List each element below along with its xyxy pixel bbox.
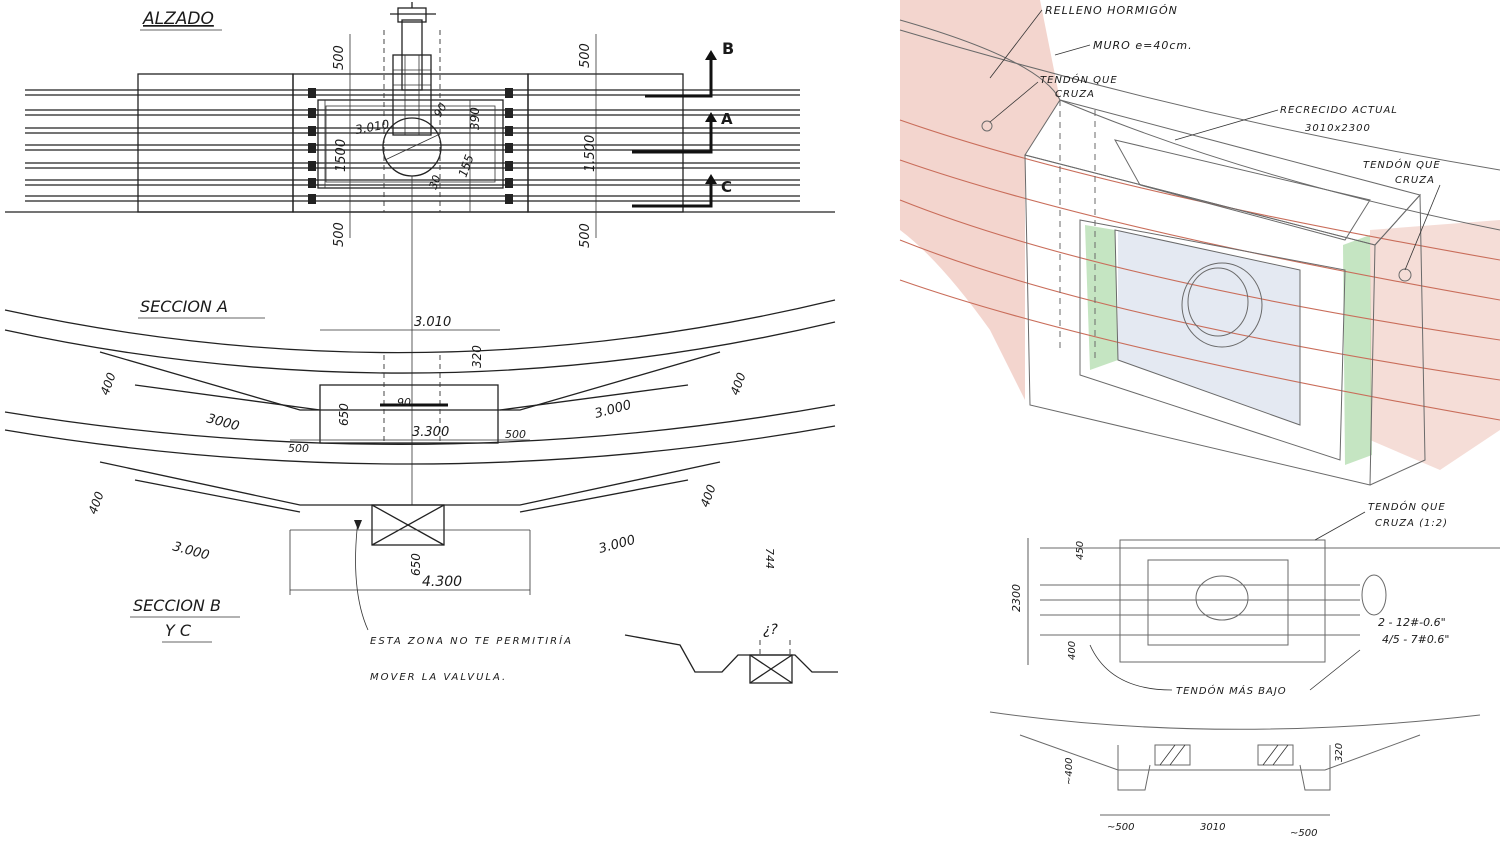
seccion-b-valve-box bbox=[371, 504, 445, 546]
anchor-plates bbox=[308, 88, 513, 204]
svg-text:B: B bbox=[722, 39, 734, 58]
dim-alzado-90: 90 bbox=[431, 101, 449, 120]
central-block bbox=[292, 73, 529, 213]
label-tendon-cruza-left-1: TENDÓN QUE bbox=[1040, 73, 1118, 86]
front-view-opening bbox=[1147, 559, 1289, 646]
dim-alzado-bottom-left: 500 bbox=[332, 222, 347, 247]
dim-alzado-top-right: 500 bbox=[578, 43, 593, 68]
dim-secB-744: 744 bbox=[763, 548, 776, 569]
front-view-sketch: 2300 450 400 TENDÓN QUE CRUZA (1:2) 2 - … bbox=[1010, 500, 1500, 697]
dim-alzado-155: 155 bbox=[456, 153, 477, 179]
dim-secA-right-400: 400 bbox=[728, 370, 749, 397]
seccion-a-title: SECCION A bbox=[140, 297, 228, 316]
sketch-pipe bbox=[1181, 262, 1263, 348]
dim-secB-right-400: 400 bbox=[698, 482, 719, 509]
dim-front-400: 400 bbox=[1067, 641, 1078, 660]
small-detail-sketch: ¿? bbox=[624, 622, 838, 684]
alzado-view: ALZADO bbox=[5, 2, 835, 505]
label-tendon-bajo: TENDÓN MÁS BAJO bbox=[1176, 684, 1287, 697]
dim-secA-right-500: 500 bbox=[505, 428, 526, 441]
valve-stem bbox=[390, 2, 436, 136]
dim-secA-bottom-width: 3.300 bbox=[412, 425, 449, 440]
front-view-outer bbox=[1119, 539, 1326, 663]
seccion-a-view: SECCION A 3.010 320 400 400 3000 3.000 6… bbox=[4, 297, 836, 465]
dim-secA-right-3000: 3.000 bbox=[593, 398, 633, 422]
dim-secA-320: 320 bbox=[470, 345, 484, 368]
label-tendon-cruza-12-1: TENDÓN QUE bbox=[1368, 500, 1446, 513]
blue-wash-opening bbox=[1118, 230, 1300, 425]
valve-note-line1: ESTA ZONA NO TE PERMITIRÍA bbox=[370, 634, 573, 647]
seccion-b-view: 400 400 3.000 3.000 650 4.300 744 SECCIO… bbox=[86, 461, 838, 684]
question-mark-note: ¿? bbox=[763, 622, 778, 638]
red-wash-right bbox=[1370, 220, 1500, 470]
label-tendon-cruza-left-2: CRUZA bbox=[1055, 89, 1095, 100]
green-wash-left bbox=[1085, 225, 1118, 370]
dim-section-side-left: ~400 bbox=[1064, 758, 1075, 785]
dim-alzado-width: 3.010 bbox=[354, 117, 391, 137]
dim-secB-left-3000: 3.000 bbox=[171, 539, 211, 563]
box-top bbox=[1024, 99, 1421, 246]
dim-alzado-left-height: 1500 bbox=[334, 139, 349, 172]
dim-secA-top-width: 3.010 bbox=[414, 315, 451, 330]
box-opening bbox=[1114, 229, 1301, 426]
front-view-pipe bbox=[1195, 575, 1249, 621]
dim-alzado-right-height: 1.500 bbox=[583, 135, 598, 172]
alzado-title: ALZADO bbox=[142, 9, 214, 29]
dim-front-2300: 2300 bbox=[1010, 584, 1023, 612]
hatch-right bbox=[1257, 744, 1294, 766]
opening-inner bbox=[325, 105, 496, 183]
box-opening-frame bbox=[1079, 219, 1346, 461]
seccion-b-title-line2: Y C bbox=[165, 621, 192, 640]
dim-secA-left-3000: 3000 bbox=[205, 411, 241, 434]
green-wash-right bbox=[1343, 235, 1372, 465]
label-tendon-cruza-right-2: CRUZA bbox=[1395, 175, 1435, 186]
hatch-left bbox=[1154, 744, 1191, 766]
recrecido-top bbox=[1114, 139, 1371, 241]
tendon-lines bbox=[25, 89, 800, 202]
seccion-b-title: SECCION B bbox=[133, 596, 221, 615]
label-spec-2: 4/5 - 7#0.6" bbox=[1382, 633, 1449, 646]
label-recrecido-2: 3010x2300 bbox=[1305, 123, 1371, 134]
section-sketch: ~500 3010 ~500 ~400 320 bbox=[989, 711, 1481, 839]
dim-alzado-30: 30 bbox=[427, 173, 444, 191]
dim-section-side-right: 320 bbox=[1334, 743, 1345, 762]
dim-secA-90: 90 bbox=[397, 396, 411, 409]
label-relleno: RELLENO HORMIGÓN bbox=[1045, 4, 1178, 17]
section-marker-c: C bbox=[632, 174, 732, 208]
dim-alzado-390: 390 bbox=[468, 107, 482, 130]
svg-text:C: C bbox=[721, 178, 732, 196]
perspective-sketch: RELLENO HORMIGÓN MURO e=40cm. TENDÓN QUE… bbox=[899, 0, 1500, 486]
seccion-a-block bbox=[319, 384, 499, 444]
label-spec-1: 2 - 12#-0.6" bbox=[1378, 616, 1446, 629]
dim-secA-left-400: 400 bbox=[98, 370, 119, 397]
dim-secA-650: 650 bbox=[337, 403, 351, 426]
dim-secB-right-3000: 3.000 bbox=[597, 533, 637, 557]
svg-text:A: A bbox=[721, 110, 733, 128]
dim-section-left: ~500 bbox=[1107, 822, 1134, 833]
section-marker-b: B bbox=[645, 39, 734, 98]
label-recrecido-1: RECRECIDO ACTUAL bbox=[1280, 105, 1398, 116]
label-tendon-cruza-right-1: TENDÓN QUE bbox=[1363, 158, 1441, 171]
dim-secA-left-500: 500 bbox=[288, 442, 309, 455]
dim-section-mid: 3010 bbox=[1200, 822, 1225, 833]
red-wash-left bbox=[900, 0, 1060, 400]
label-muro: MURO e=40cm. bbox=[1093, 39, 1193, 52]
dim-front-450: 450 bbox=[1075, 541, 1086, 560]
dim-secB-bottom-width: 4.300 bbox=[422, 574, 462, 590]
dim-secB-left-400: 400 bbox=[86, 489, 107, 516]
section-marker-a: A bbox=[632, 110, 733, 154]
valve-note-line2: MOVER LA VALVULA. bbox=[370, 672, 507, 683]
label-tendon-cruza-12-2: CRUZA (1:2) bbox=[1375, 518, 1448, 529]
dim-secB-650: 650 bbox=[409, 553, 423, 576]
dim-alzado-bottom-right: 500 bbox=[578, 223, 593, 248]
dim-section-right: ~500 bbox=[1290, 828, 1317, 839]
dim-alzado-top-left: 500 bbox=[332, 45, 347, 70]
